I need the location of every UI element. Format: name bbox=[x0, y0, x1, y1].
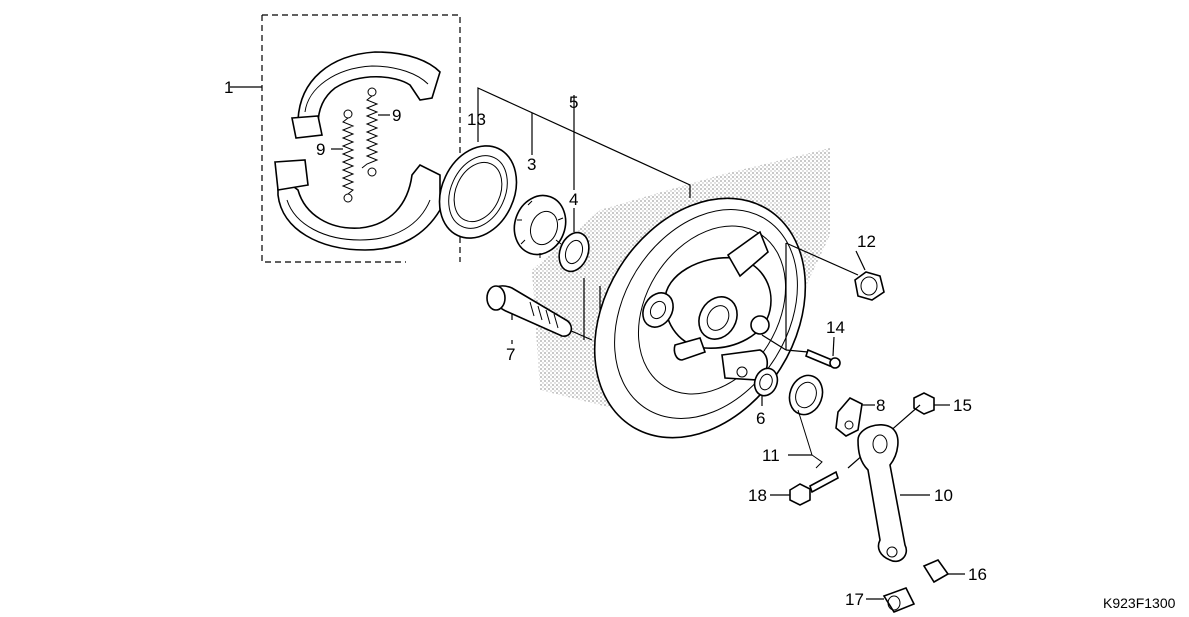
callout-16: 16 bbox=[968, 565, 987, 584]
nut-12 bbox=[854, 271, 885, 301]
cam-shaft-7 bbox=[486, 278, 601, 341]
return-spring-11 bbox=[788, 374, 824, 469]
pin-16 bbox=[922, 559, 950, 584]
bolt-18 bbox=[789, 470, 839, 506]
brake-arm-10 bbox=[857, 424, 908, 563]
callout-7: 7 bbox=[506, 345, 515, 364]
callout-5: 5 bbox=[569, 93, 578, 112]
callout-3: 3 bbox=[527, 155, 536, 174]
callout-6: 6 bbox=[756, 409, 765, 428]
washer-4 bbox=[558, 231, 590, 273]
callout-11: 11 bbox=[762, 446, 780, 465]
dust-seal-13 bbox=[438, 145, 518, 239]
callout-9-left: 9 bbox=[316, 140, 325, 159]
collar-17 bbox=[882, 587, 916, 613]
indicator-gear-3 bbox=[513, 194, 567, 258]
diagram-code: K923F1300 bbox=[1103, 595, 1176, 611]
callout-10: 10 bbox=[934, 486, 953, 505]
callout-17: 17 bbox=[845, 590, 864, 609]
brake-shoe-set bbox=[230, 14, 461, 263]
spring-right bbox=[361, 87, 379, 177]
callout-13: 13 bbox=[467, 110, 486, 129]
callout-1: 1 bbox=[224, 78, 233, 97]
brake-panel-5 bbox=[593, 197, 807, 439]
spring-left bbox=[341, 109, 355, 203]
callout-4: 4 bbox=[569, 190, 578, 209]
callout-labels: 1 9 9 13 3 5 4 7 12 14 6 8 15 11 10 18 1… bbox=[224, 78, 987, 609]
callout-14: 14 bbox=[826, 318, 845, 337]
callout-12: 12 bbox=[857, 232, 876, 251]
seal-6 bbox=[753, 367, 779, 397]
callout-8: 8 bbox=[876, 396, 885, 415]
leader-bracket-right bbox=[761, 242, 859, 351]
leader-bracket-top bbox=[477, 87, 691, 232]
indicator-plate-8 bbox=[835, 397, 863, 437]
callout-18: 18 bbox=[748, 486, 767, 505]
callout-9-right: 9 bbox=[392, 106, 401, 125]
bolt-14 bbox=[785, 348, 841, 369]
callout-leaders bbox=[511, 95, 965, 600]
callout-15: 15 bbox=[953, 396, 972, 415]
